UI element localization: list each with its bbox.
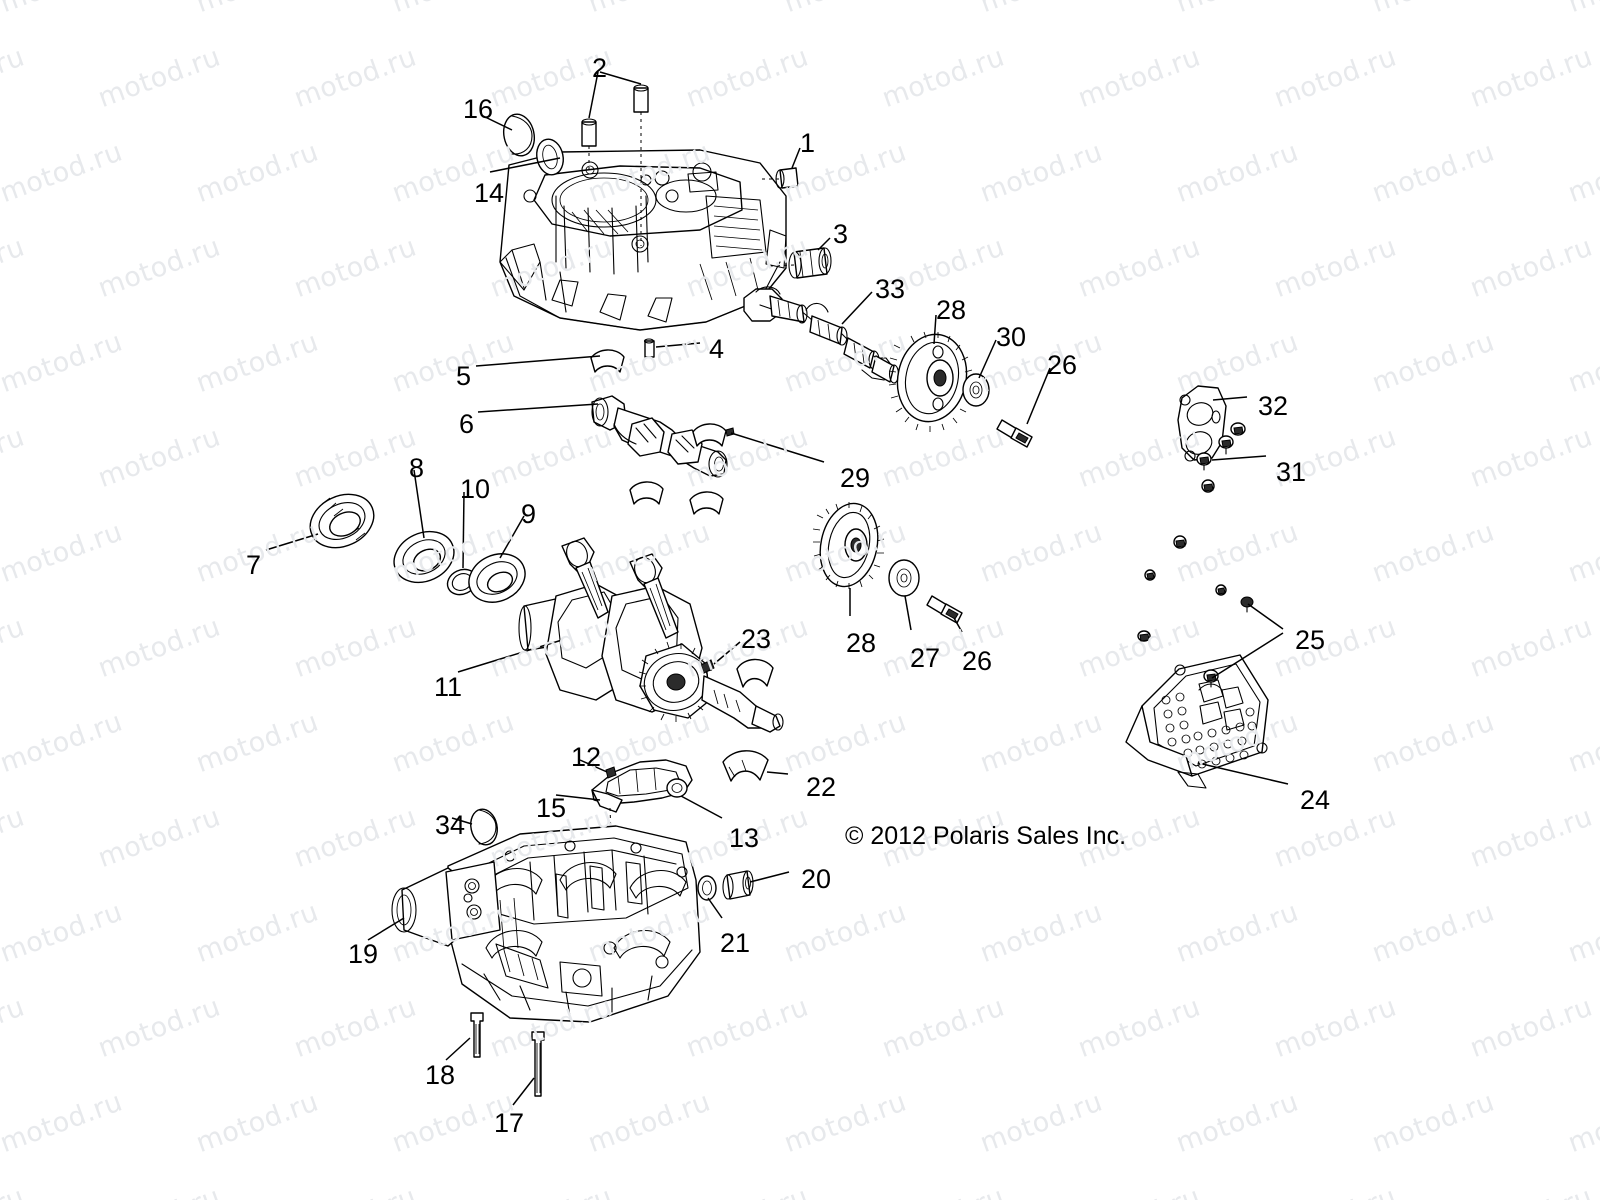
part-17-crankcase-bolt-long (531, 1031, 545, 1097)
bolt (1215, 584, 1227, 596)
screw (1201, 479, 1215, 493)
leader-lines (265, 71, 1289, 1106)
callout-15: 15 (536, 793, 567, 823)
callout-21: 21 (720, 928, 751, 958)
part-34-cup-plug (470, 808, 498, 846)
callout-1: 1 (800, 128, 816, 158)
part-2-dowel-pins (581, 84, 649, 246)
part-24-windage-tray (1125, 654, 1269, 789)
part-20-drain-plug (722, 870, 754, 900)
callout-8: 8 (409, 453, 425, 483)
callout-14: 14 (474, 178, 505, 208)
callout-11: 11 (434, 672, 463, 702)
callout-9: 9 (521, 499, 537, 529)
part-13-o-ring (666, 778, 688, 798)
callout-23: 23 (741, 624, 772, 654)
callout-12: 12 (571, 742, 602, 772)
callout-25: 25 (1295, 625, 1326, 655)
main-bearings (722, 658, 774, 782)
bolt (1240, 596, 1254, 613)
part-27-washer (888, 559, 920, 597)
screw (1230, 422, 1246, 436)
callout-17: 17 (494, 1108, 525, 1138)
callout-19: 19 (348, 939, 379, 969)
callout-30: 30 (996, 322, 1027, 352)
callout-6: 6 (459, 409, 475, 439)
callout-26: 26 (962, 646, 993, 676)
part-16-cup-plug (502, 113, 536, 157)
screw (1173, 535, 1187, 549)
callout-4: 4 (709, 334, 725, 364)
part-7-oil-seal (309, 493, 375, 549)
callout-31: 31 (1276, 457, 1307, 487)
part-21-sealing-washer (697, 875, 717, 901)
part-6-balance-shaft (591, 395, 728, 478)
bolt (1203, 669, 1219, 688)
callout-5: 5 (456, 361, 472, 391)
callout-27: 27 (910, 643, 941, 673)
part-25-windage-tray-bolts (1137, 584, 1254, 688)
part-26-bolt-cam (996, 419, 1033, 448)
part-14-retaining-ring (536, 138, 564, 176)
copyright-notice: © 2012 Polaris Sales Inc. (845, 822, 1127, 850)
callout-13: 13 (729, 823, 760, 853)
callout-20: 20 (801, 864, 832, 894)
part-26-bolt-crank (926, 595, 963, 624)
callout-7: 7 (246, 550, 262, 580)
screw (1144, 569, 1156, 581)
part-4-dowel-pin (643, 338, 655, 358)
part-33-camshaft (743, 286, 900, 384)
callout-26: 26 (1047, 350, 1078, 380)
callout-33: 33 (875, 274, 906, 304)
callout-32: 32 (1258, 391, 1289, 421)
part-28-crankshaft-gear (812, 502, 885, 589)
callout-29: 29 (840, 463, 871, 493)
part-31-cover-screws (1144, 422, 1246, 581)
part-3-bushing (769, 247, 832, 279)
callout-18: 18 (425, 1060, 456, 1090)
part-19-crankcase-lower-half (391, 825, 701, 1023)
part-15-oil-pickup-tube (591, 759, 693, 863)
callout-28: 28 (846, 628, 877, 658)
callout-2: 2 (592, 53, 608, 83)
part-8-crankshaft-seal (393, 530, 455, 584)
bolt (1137, 630, 1151, 642)
part-28-camshaft-gear (888, 331, 973, 432)
part-23-woodruff-key (700, 659, 715, 674)
callout-22: 22 (806, 772, 837, 802)
callout-24: 24 (1300, 785, 1331, 815)
screw (1196, 452, 1212, 471)
part-30-washer (962, 373, 990, 407)
part-18-crankcase-bolt-short (470, 1012, 484, 1058)
part-11-crankshaft-assembly (518, 537, 784, 733)
part-9-bearing-seal (468, 553, 526, 603)
callout-10: 10 (460, 474, 491, 504)
screw (1218, 435, 1234, 455)
part-32-cover-plate (1177, 385, 1227, 462)
crankcase-upper-half (499, 149, 787, 331)
callout-3: 3 (833, 219, 849, 249)
part-12-bolt (605, 766, 617, 779)
callout-16: 16 (463, 94, 494, 124)
callout-34: 34 (435, 810, 466, 840)
part-1-plug (762, 167, 799, 189)
callout-28: 28 (936, 295, 967, 325)
